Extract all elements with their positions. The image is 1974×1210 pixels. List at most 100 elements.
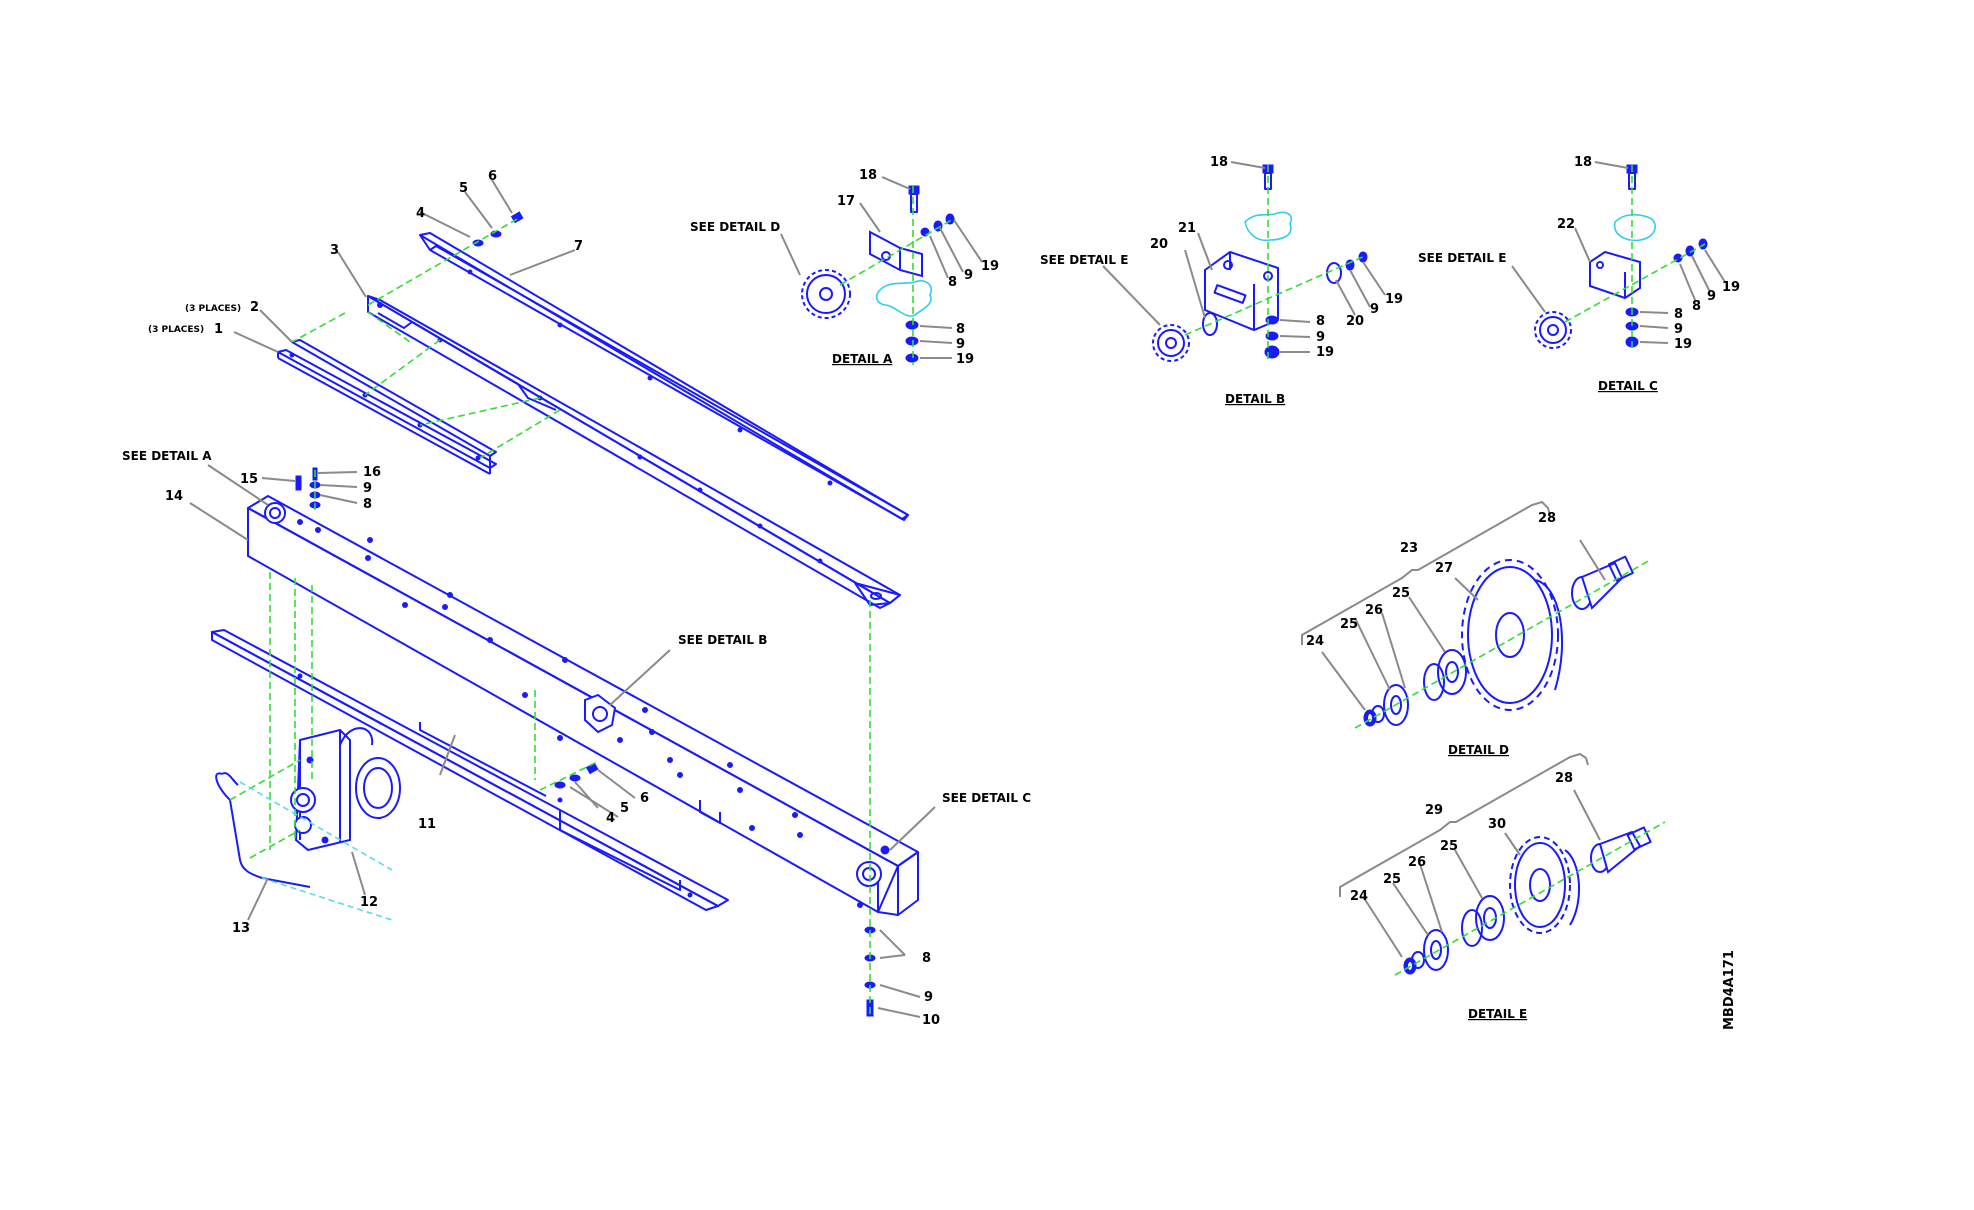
see-detail-e-c: SEE DETAIL E	[1418, 251, 1506, 265]
part-13-crank-handle	[215, 772, 311, 888]
detail-b-callout-19a: 19	[1385, 292, 1403, 307]
callout-6: 6	[488, 169, 497, 184]
detail-e: 28 29 30 25 26 25 24 DETAIL E	[1339, 752, 1666, 1021]
detail-b-callout-8: 8	[1316, 314, 1325, 329]
callout-3: 3	[330, 243, 339, 258]
detail-e-gear-30	[1509, 836, 1581, 934]
detail-e-callout-24: 24	[1350, 889, 1368, 904]
detail-e-callout-26: 26	[1408, 855, 1426, 870]
detail-e-callout-25b: 25	[1383, 872, 1401, 887]
detail-c-sprocket	[1534, 311, 1572, 349]
detail-c-callout-8b: 8	[1674, 307, 1683, 322]
detail-d-callout-25b: 25	[1340, 617, 1358, 632]
detail-d-brace	[1301, 500, 1551, 645]
detail-b-title: DETAIL B	[1225, 392, 1285, 406]
detail-a-callout-9a: 9	[964, 268, 973, 283]
detail-b-callout-20a: 20	[1150, 237, 1168, 252]
detail-e-bearings	[1403, 895, 1505, 975]
main-assembly: 1 (3 PLACES) 2 (3 PLACES) 3 4 5 6 7 SEE …	[122, 169, 1031, 1028]
hardware-detail-a-area	[295, 467, 321, 509]
callout-1: 1	[214, 322, 223, 337]
callout-5: 5	[459, 181, 468, 196]
detail-b-callout-20b: 20	[1346, 314, 1364, 329]
callout-9b: 9	[924, 990, 933, 1005]
see-detail-b: SEE DETAIL B	[678, 633, 767, 647]
part-3-channel	[367, 295, 901, 609]
detail-e-callout-28: 28	[1555, 771, 1573, 786]
callout-7: 7	[574, 239, 583, 254]
detail-c-callout-9a: 9	[1707, 289, 1716, 304]
detail-c-callout-19b: 19	[1674, 337, 1692, 352]
detail-a-phantom-plate	[875, 280, 933, 317]
callout-11: 11	[418, 817, 436, 832]
callout-4: 4	[416, 206, 425, 221]
detail-a-callout-9b: 9	[956, 337, 965, 352]
detail-d-callout-28: 28	[1538, 511, 1556, 526]
callout-5b: 5	[620, 801, 629, 816]
callout-2: 2	[250, 300, 259, 315]
detail-b-callout-9a: 9	[1370, 302, 1379, 317]
detail-a-callout-8b: 8	[956, 322, 965, 337]
detail-c-callout-8a: 8	[1692, 299, 1701, 314]
detail-d-callout-23: 23	[1400, 541, 1418, 556]
detail-c-phantom-plate	[1613, 213, 1656, 242]
detail-a-bracket-17	[869, 230, 923, 278]
detail-a-sprocket	[801, 269, 851, 319]
main-leaders	[189, 179, 936, 1018]
callout-8a: 8	[363, 497, 372, 512]
drawing-id: MBD4A171	[1722, 950, 1737, 1030]
detail-d-title: DETAIL D	[1448, 743, 1509, 757]
detail-b-callout-19b: 19	[1316, 345, 1334, 360]
hardware-lower-4-5-6	[554, 762, 599, 789]
detail-b-sprocket	[1152, 324, 1190, 362]
detail-c: SEE DETAIL E 18 22 8 9 19 8 9 19 DETAIL …	[1418, 155, 1740, 393]
callout-1-note: (3 PLACES)	[148, 325, 204, 335]
part-12-motor	[290, 727, 401, 852]
detail-c-callout-18: 18	[1574, 155, 1592, 170]
main-phantom-lines	[239, 781, 393, 921]
detail-c-title: DETAIL C	[1598, 379, 1658, 393]
detail-e-title: DETAIL E	[1468, 1007, 1527, 1021]
detail-d-callout-27: 27	[1435, 561, 1453, 576]
callout-12: 12	[360, 895, 378, 910]
callout-14: 14	[165, 489, 183, 504]
callout-13: 13	[232, 921, 250, 936]
see-detail-e-b: SEE DETAIL E	[1040, 253, 1128, 267]
part-7-top-rail	[419, 232, 909, 521]
detail-e-callout-25a: 25	[1440, 839, 1458, 854]
detail-a-callout-8a: 8	[948, 275, 957, 290]
detail-c-callout-19a: 19	[1722, 280, 1740, 295]
callout-15: 15	[240, 472, 258, 487]
detail-a-callout-17: 17	[837, 194, 855, 209]
detail-a-callout-19a: 19	[981, 259, 999, 274]
detail-b-callout-18: 18	[1210, 155, 1228, 170]
callout-2-note: (3 PLACES)	[185, 304, 241, 314]
detail-a-callout-18: 18	[859, 168, 877, 183]
callout-6b: 6	[640, 791, 649, 806]
detail-d-callout-24: 24	[1306, 634, 1324, 649]
callout-4b: 4	[606, 811, 615, 826]
detail-c-callout-9b: 9	[1674, 322, 1683, 337]
callout-9a: 9	[363, 481, 372, 496]
callout-8b: 8	[922, 951, 931, 966]
detail-e-brace	[1339, 752, 1589, 897]
detail-d-gear-27	[1461, 559, 1564, 711]
detail-c-callout-22: 22	[1557, 217, 1575, 232]
detail-a-title: DETAIL A	[832, 352, 893, 366]
hardware-top-4-5-6	[472, 211, 524, 247]
main-centerlines	[229, 217, 871, 1015]
detail-b-phantom-plate	[1244, 211, 1293, 242]
callout-16: 16	[363, 465, 381, 480]
parts-1-2-short-rails	[277, 339, 497, 475]
detail-d-callout-26: 26	[1365, 603, 1383, 618]
detail-a-callout-19b: 19	[956, 352, 974, 367]
see-detail-d: SEE DETAIL D	[690, 220, 780, 234]
part-11-lower-bracket	[211, 629, 729, 911]
detail-b-callout-9b: 9	[1316, 330, 1325, 345]
detail-d-shaft-28	[1571, 555, 1634, 610]
detail-d-callout-25a: 25	[1392, 586, 1410, 601]
detail-e-callout-30: 30	[1488, 817, 1506, 832]
see-detail-c: SEE DETAIL C	[942, 791, 1031, 805]
detail-e-callout-29: 29	[1425, 803, 1443, 818]
